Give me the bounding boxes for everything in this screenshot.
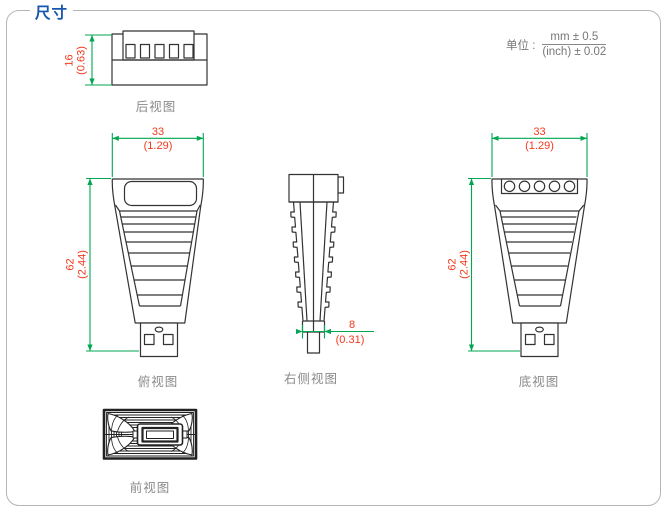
top-view-drawing <box>111 178 204 358</box>
bottom-height-dimension: 62 (2.44) <box>446 236 470 294</box>
rear-terminal-block <box>122 30 195 61</box>
bottom-height-mm: 62 <box>446 258 458 271</box>
rear-view-label: 后视图 <box>135 100 177 114</box>
side-tab <box>337 176 345 194</box>
right-side-view-label: 右侧视图 <box>283 372 338 386</box>
right-side-view-drawing <box>288 173 345 354</box>
bottom-width-dimension-lines <box>491 133 588 177</box>
top-width-dimension-lines <box>111 133 204 177</box>
side-width-dimension-lines <box>296 325 374 339</box>
bottom-view-usb-connector <box>520 322 559 358</box>
bottom-width-inch: (1.29) <box>525 139 554 152</box>
rear-height-inch: (0.63) <box>74 45 87 75</box>
top-height-dimension-lines <box>86 177 139 352</box>
unit-note-prefix: 单位 : <box>506 39 536 52</box>
bottom-view-drawing <box>491 178 588 358</box>
front-view-label: 前视图 <box>129 481 171 495</box>
top-height-dimension: 62 (2.44) <box>64 236 89 294</box>
unit-note-imperial: (inch) ± 0.02 <box>542 46 607 58</box>
bottom-view-label: 底视图 <box>518 375 560 389</box>
front-view-drawing <box>102 408 198 460</box>
top-height-inch: (2.44) <box>76 250 88 279</box>
bottom-view-grip-ridges <box>501 216 577 307</box>
side-usb-connector <box>306 331 321 354</box>
side-width-inch: (0.31) <box>335 333 365 346</box>
top-height-mm: 62 <box>64 258 77 271</box>
bottom-height-inch: (2.44) <box>457 250 470 279</box>
rear-view-drawing <box>111 30 208 86</box>
bottom-height-dimension-lines <box>468 177 520 352</box>
page-frame-border <box>6 10 661 506</box>
top-width-mm: 33 <box>151 125 165 138</box>
top-view-grip-ridges <box>121 216 196 307</box>
top-view-usb-connector <box>139 322 179 358</box>
top-view-label: 俯视图 <box>137 375 179 389</box>
top-width-inch: (1.29) <box>143 139 173 152</box>
rear-terminal-holes <box>125 43 194 59</box>
unit-note-metric: mm ± 0.5 <box>542 31 607 45</box>
bottom-width-mm: 33 <box>533 125 546 138</box>
top-view-terminal-opening <box>123 180 198 207</box>
rear-height-dimension: 16 (0.63) <box>63 31 87 89</box>
rear-height-mm: 16 <box>63 53 75 67</box>
side-left-notched-edge <box>290 201 304 322</box>
page-title: 尺寸 <box>30 1 74 23</box>
unit-note: 单位 : mm ± 0.5 (inch) ± 0.02 <box>506 31 607 58</box>
rear-height-dimension-lines <box>85 34 112 86</box>
screw-terminal-circles <box>503 180 576 193</box>
bottom-view-body <box>491 178 588 324</box>
front-view-usb-port <box>132 423 188 446</box>
side-right-notched-edge <box>323 201 337 322</box>
side-width-mm: 8 <box>348 318 356 331</box>
unit-note-fraction: mm ± 0.5 (inch) ± 0.02 <box>542 31 607 58</box>
